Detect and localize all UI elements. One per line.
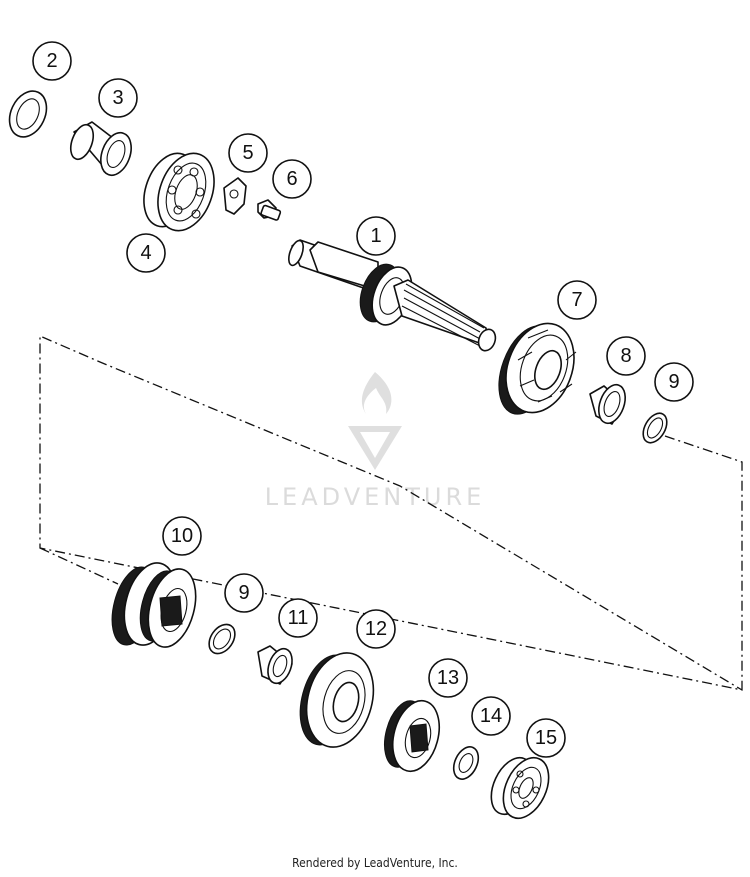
part-bushing-3: [69, 121, 132, 177]
callout-7: 7: [557, 280, 597, 320]
part-snap-ring-9-upper: [642, 412, 668, 444]
part-gear-12: [299, 652, 375, 748]
part-washer-14: [452, 746, 480, 780]
svg-text:13: 13: [437, 667, 459, 689]
part-needle-bearing-11: [257, 645, 293, 685]
part-snap-ring-9-lower: [208, 623, 236, 655]
part-double-gear-10: [111, 562, 197, 648]
flame-logo-icon: [348, 372, 402, 470]
part-retaining-plate-5: [223, 177, 247, 215]
svg-text:2: 2: [46, 50, 57, 72]
svg-text:9: 9: [668, 371, 679, 393]
svg-text:1: 1: [370, 225, 381, 247]
callout-8: 8: [606, 336, 646, 376]
callout-4: 4: [126, 233, 166, 273]
svg-text:9: 9: [238, 582, 249, 604]
svg-text:11: 11: [288, 607, 309, 629]
assembly-leader-line: [39, 547, 119, 585]
callout-9-lower: 9: [224, 573, 264, 613]
part-bearing-4: [143, 152, 215, 232]
svg-text:12: 12: [365, 618, 387, 640]
part-bearing-15: [490, 756, 550, 820]
callout-15: 15: [526, 718, 566, 758]
callout-2: 2: [32, 41, 72, 81]
part-gear-7: [498, 322, 577, 415]
svg-text:14: 14: [480, 705, 502, 727]
callout-14: 14: [471, 696, 511, 736]
callout-10: 10: [162, 516, 202, 556]
svg-text:15: 15: [535, 727, 557, 749]
part-gear-13: [384, 699, 441, 773]
callout-5: 5: [228, 133, 268, 173]
svg-text:7: 7: [571, 289, 582, 311]
svg-text:8: 8: [620, 345, 631, 367]
watermark-text: LEADVENTURE: [265, 483, 486, 511]
svg-text:4: 4: [140, 242, 151, 264]
part-bolt-6: [257, 199, 282, 221]
watermark: LEADVENTURE: [265, 372, 486, 511]
svg-text:10: 10: [171, 525, 193, 547]
part-needle-bearing-8: [589, 383, 626, 425]
svg-text:3: 3: [112, 87, 123, 109]
callout-11: 11: [278, 598, 318, 638]
part-washer-2: [8, 90, 48, 138]
footer-credit: Rendered by LeadVenture, Inc.: [292, 856, 458, 870]
callout-1: 1: [356, 216, 396, 256]
svg-text:5: 5: [242, 142, 253, 164]
callout-6: 6: [272, 159, 312, 199]
svg-text:6: 6: [286, 168, 297, 190]
callout-3: 3: [98, 78, 138, 118]
callout-12: 12: [356, 609, 396, 649]
callout-9-upper: 9: [654, 362, 694, 402]
part-main-shaft-1: [288, 239, 497, 352]
callout-13: 13: [428, 658, 468, 698]
